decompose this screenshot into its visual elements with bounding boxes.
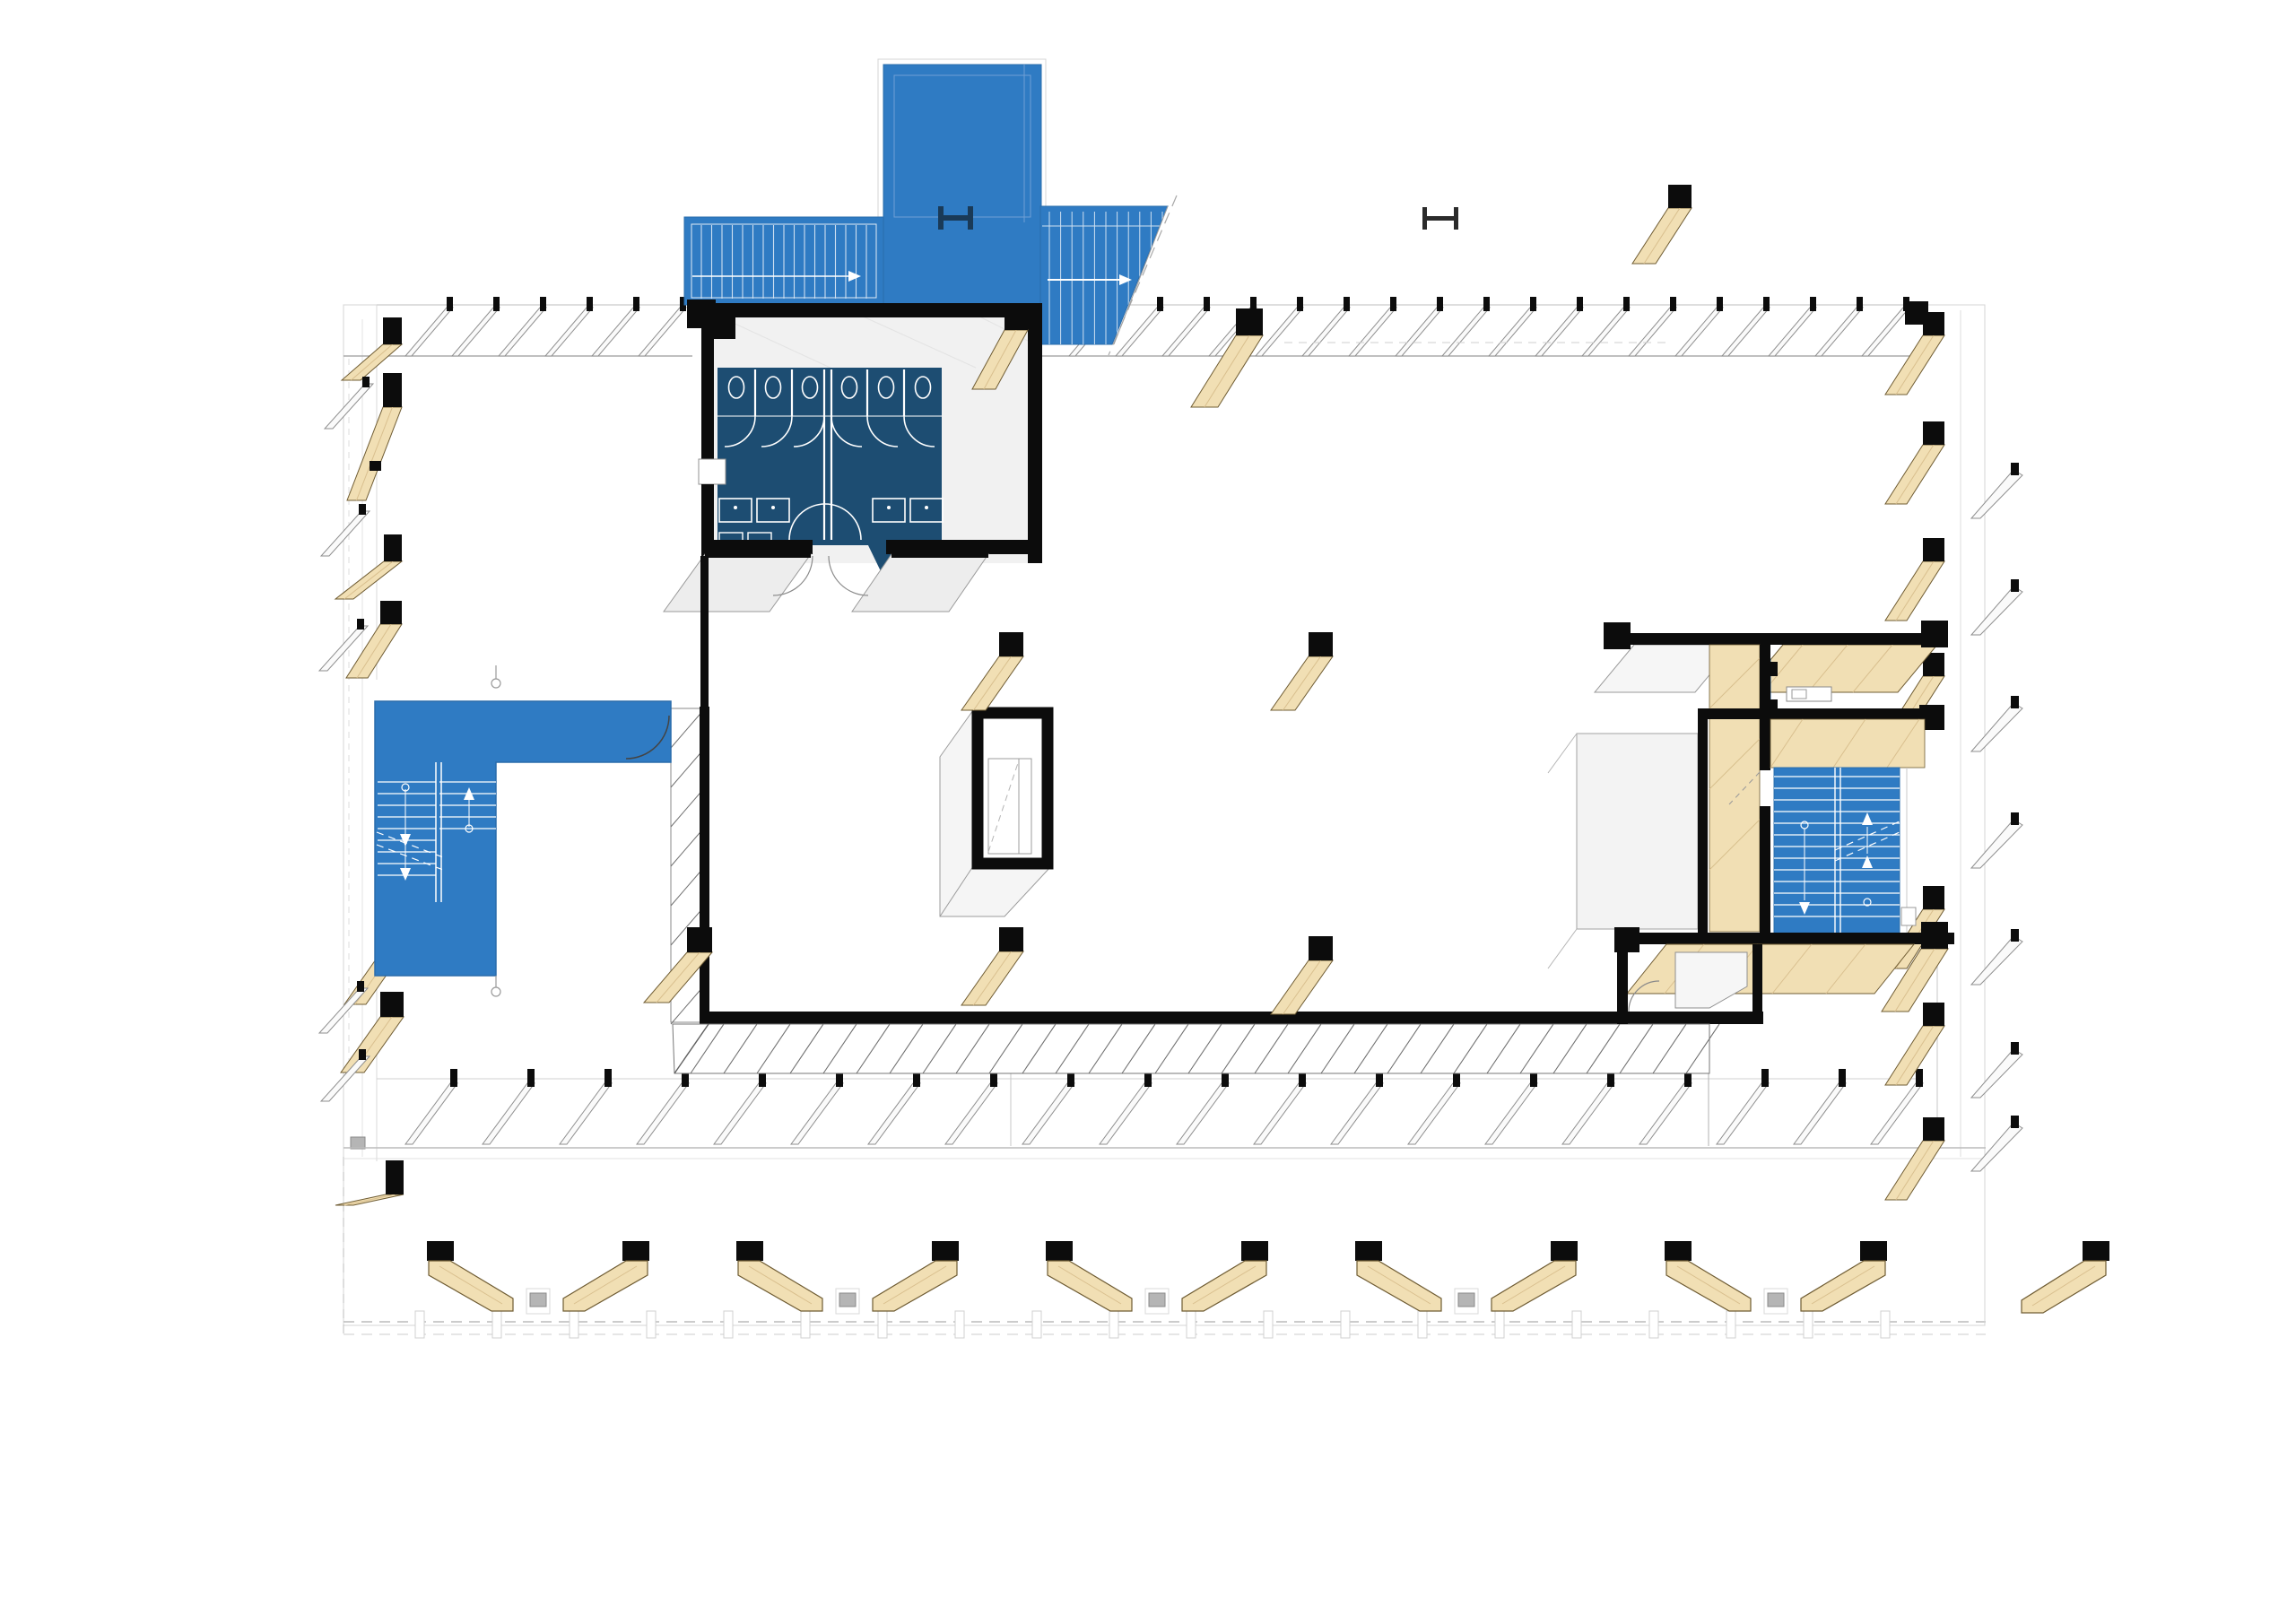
left-facade-band [317, 305, 404, 1206]
hall-walls [642, 556, 1720, 1074]
interior-columns [961, 632, 1334, 1015]
left-stair [374, 665, 672, 997]
restroom-core [663, 300, 1042, 612]
beam-symbols [938, 206, 1458, 230]
bottom-joist-band [344, 943, 1986, 1159]
bottom-braces [427, 1241, 2109, 1315]
right-core [1547, 621, 1954, 1024]
slab-frame [343, 304, 1986, 1339]
central-shaft [939, 707, 1054, 917]
